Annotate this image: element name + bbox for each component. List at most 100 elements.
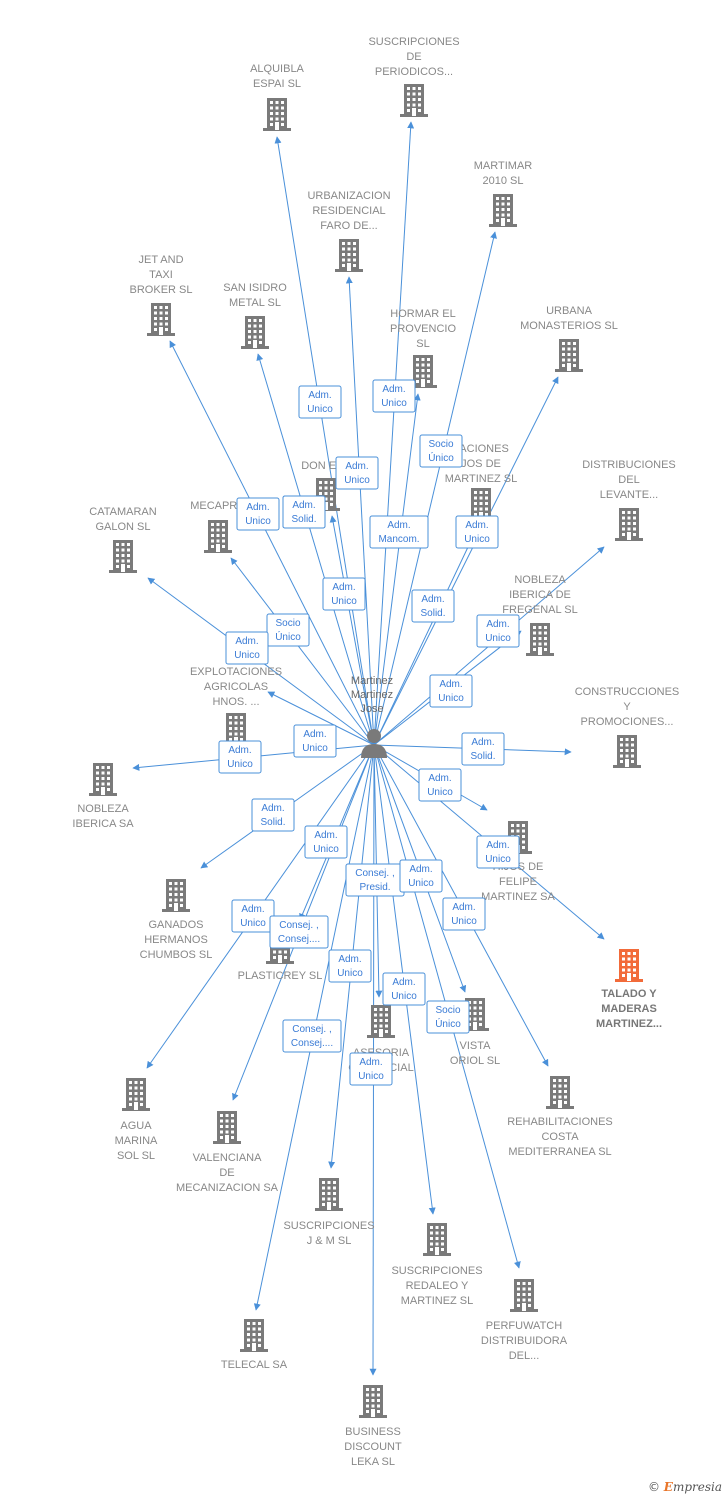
role-badge[interactable]: Consej. ,Presid. (345, 863, 405, 897)
role-badge[interactable]: Adm.Unico (328, 949, 372, 983)
company-label: JOS DE (461, 458, 501, 470)
role-badge[interactable]: Adm.Mancom. (369, 515, 429, 549)
role-badge[interactable]: Adm.Unico (322, 577, 366, 611)
role-badge[interactable]: Adm.Unico (225, 631, 269, 665)
role-badge[interactable]: Adm.Solid. (461, 732, 505, 766)
role-badge[interactable]: Adm.Unico (382, 972, 426, 1006)
brand-name: mpresia (672, 1480, 722, 1494)
role-badge[interactable]: Adm.Unico (231, 899, 275, 933)
company-label: IBERICA DE (509, 589, 571, 601)
building-icon (400, 84, 428, 117)
company-node-explotaciones[interactable]: EXPLOTACIONESAGRICOLASHNOS. ... (190, 666, 282, 746)
role-badge[interactable]: Adm.Solid. (282, 495, 326, 529)
building-icon (546, 1076, 574, 1109)
role-badge[interactable]: Adm.Unico (218, 740, 262, 774)
role-badge[interactable]: Adm.Solid. (411, 589, 455, 623)
role-badge[interactable]: Adm.Unico (304, 825, 348, 859)
role-badge[interactable]: Adm.Unico (372, 379, 416, 413)
role-badge[interactable]: Adm.Solid. (251, 798, 295, 832)
company-node-construcciones[interactable]: CONSTRUCCIONESYPROMOCIONES... (575, 686, 680, 768)
role-text: Adm. (338, 954, 361, 965)
company-node-perfuwatch[interactable]: PERFUWATCHDISTRIBUIDORADEL... (481, 1279, 568, 1362)
footer-brand[interactable]: © Empresia (648, 1480, 722, 1494)
role-badge[interactable]: Adm.Unico (399, 859, 443, 893)
company-label: SUSCRIPCIONES (283, 1220, 374, 1232)
role-badge[interactable]: Consej. ,Consej.... (269, 915, 329, 949)
company-node-talado[interactable]: TALADO YMADERASMARTINEZ... (596, 949, 662, 1030)
role-badge[interactable]: Adm.Unico (335, 456, 379, 490)
role-text: Adm. (387, 520, 410, 531)
role-text: Socio (428, 439, 453, 450)
company-label: BUSINESS (345, 1426, 401, 1438)
person-icon-head (367, 729, 381, 743)
company-label: IBERICA SA (72, 818, 134, 830)
role-badge[interactable]: Adm.Unico (476, 614, 520, 648)
company-label: PLASTICREY SL (238, 970, 323, 982)
role-text: Unico (408, 878, 434, 889)
building-icon (109, 540, 137, 573)
company-label: MARTIMAR (474, 160, 533, 172)
company-node-mecapro[interactable]: MECAPRO (190, 500, 246, 553)
role-text: Único (275, 630, 301, 643)
role-badge[interactable]: Adm.Unico (429, 674, 473, 708)
role-badge[interactable]: Adm.Unico (293, 724, 337, 758)
edge-don-elo (329, 515, 375, 746)
company-node-suscr-periodicos[interactable]: SUSCRIPCIONESDEPERIODICOS... (368, 36, 460, 117)
role-text: Adm. (228, 745, 251, 756)
company-label: VALENCIANA (193, 1152, 263, 1164)
company-label: REHABILITACIONES (507, 1116, 613, 1128)
building-icon (409, 355, 437, 388)
edge-explotaciones (267, 691, 375, 746)
role-badge[interactable]: Adm.Unico (236, 497, 280, 531)
company-node-distribuciones-levante[interactable]: DISTRIBUCIONESDELLEVANTE... (582, 459, 676, 541)
company-label: PROMOCIONES... (581, 716, 674, 728)
role-badge[interactable]: Consej. ,Consej.... (282, 1019, 342, 1053)
company-label: 2010 SL (483, 175, 524, 187)
company-label: SUSCRIPCIONES (368, 36, 459, 48)
role-text: Adm. (292, 500, 315, 511)
role-text: Adm. (382, 384, 405, 395)
building-icon (555, 339, 583, 372)
company-node-martimar[interactable]: MARTIMAR 2010 SL (474, 160, 533, 227)
brand-first-letter: E (663, 1480, 673, 1494)
role-badge[interactable]: Adm.Unico (298, 385, 342, 419)
company-label: PERIODICOS... (375, 66, 453, 78)
role-badge[interactable]: Adm.Unico (455, 515, 499, 549)
role-badge[interactable]: Adm.Unico (442, 897, 486, 931)
company-label: RESIDENCIAL (312, 205, 385, 217)
role-text: Unico (464, 534, 490, 545)
role-badge[interactable]: Adm.Unico (349, 1052, 393, 1086)
role-badge[interactable]: Adm.Unico (476, 835, 520, 869)
company-label: METAL SL (229, 297, 281, 309)
role-text: Adm. (308, 390, 331, 401)
company-label: COSTA (541, 1131, 579, 1143)
edge-mecapro (230, 557, 375, 746)
company-label: MECANIZACION SA (176, 1182, 279, 1194)
role-badge[interactable]: Adm.Unico (418, 768, 462, 802)
company-node-telecal[interactable]: TELECAL SA (221, 1319, 288, 1371)
company-label: EXPLOTACIONES (190, 666, 282, 678)
company-label: MECAPRO (190, 500, 246, 512)
